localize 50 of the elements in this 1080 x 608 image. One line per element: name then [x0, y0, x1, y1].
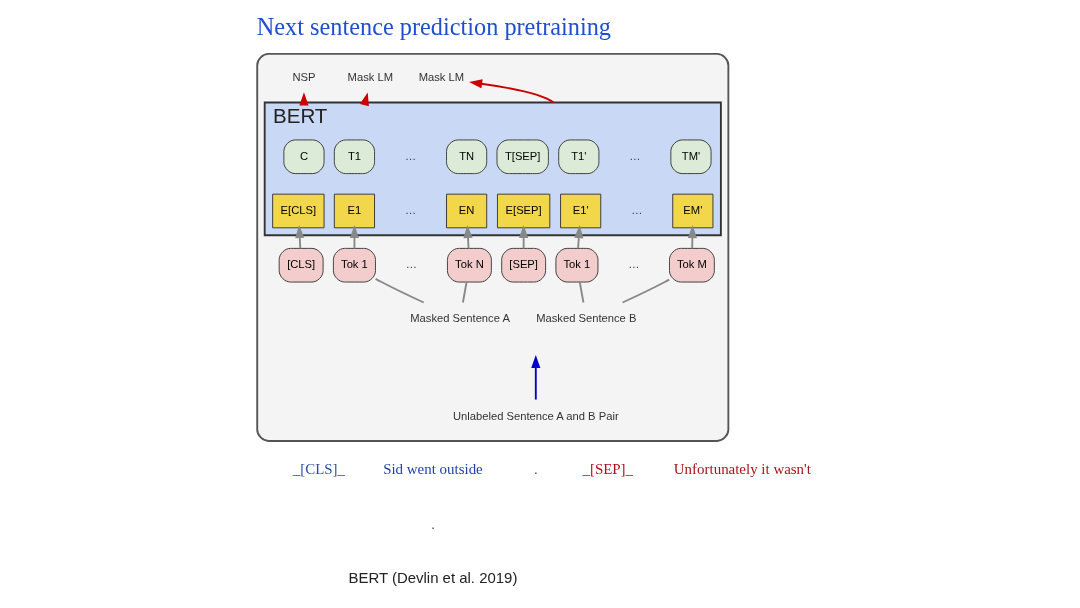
node-box: EN [446, 193, 488, 229]
node-box: Tok M [669, 247, 715, 283]
node-box: T[SEP] [496, 139, 549, 175]
node-box: E[SEP] [497, 193, 551, 229]
node-box: Tok 1 [555, 247, 599, 283]
cluster [256, 53, 730, 442]
arrow [687, 225, 697, 250]
label: _[CLS]_ [292, 461, 346, 478]
arrow [531, 355, 541, 401]
arrow [574, 225, 584, 250]
node-text: Unlabeled Sentence A and B Pair [452, 409, 619, 422]
node-text: Mask LM [418, 71, 465, 84]
node-box: TM' [670, 139, 712, 175]
label: BERT (Devlin et al. 2019) [348, 568, 518, 586]
node-box: Tok N [447, 247, 492, 283]
label: Sid went outside [383, 461, 483, 478]
arrow [519, 224, 529, 250]
connector [462, 281, 468, 304]
node-box: EM' [672, 193, 714, 229]
label: _[SEP]_ [582, 461, 634, 478]
node-box: T1' [558, 139, 600, 175]
node-box: E1' [560, 193, 602, 229]
node-box: [CLS] [278, 247, 324, 283]
connector [578, 281, 585, 304]
label: . [533, 460, 538, 478]
label: … [629, 149, 641, 162]
label: … [631, 203, 643, 216]
node-text: Masked Sentence A [410, 312, 510, 325]
node-box: E1 [333, 193, 375, 229]
label: … [404, 149, 417, 162]
label: . [430, 514, 436, 532]
label: Unfortunately it wasn't [673, 461, 811, 478]
arrow [295, 225, 305, 250]
arrow [469, 79, 555, 104]
label: … [628, 258, 640, 271]
node-box: T1 [333, 139, 375, 175]
connector [374, 277, 425, 304]
arrow [463, 225, 473, 250]
node-box: E[CLS] [272, 193, 325, 229]
node-text: Masked Sentence B [536, 312, 637, 325]
node-box: [SEP] [501, 247, 547, 283]
label: … [404, 203, 417, 216]
label: … [405, 258, 418, 271]
node-box: C [283, 139, 325, 175]
node-text: NSP [292, 71, 316, 84]
connector [621, 278, 671, 304]
node-box: TN [446, 139, 488, 175]
diagram-title: Next sentence prediction pretraining [256, 13, 611, 41]
node-box: Tok 1 [332, 247, 376, 283]
node-text: Mask LM [347, 71, 394, 84]
